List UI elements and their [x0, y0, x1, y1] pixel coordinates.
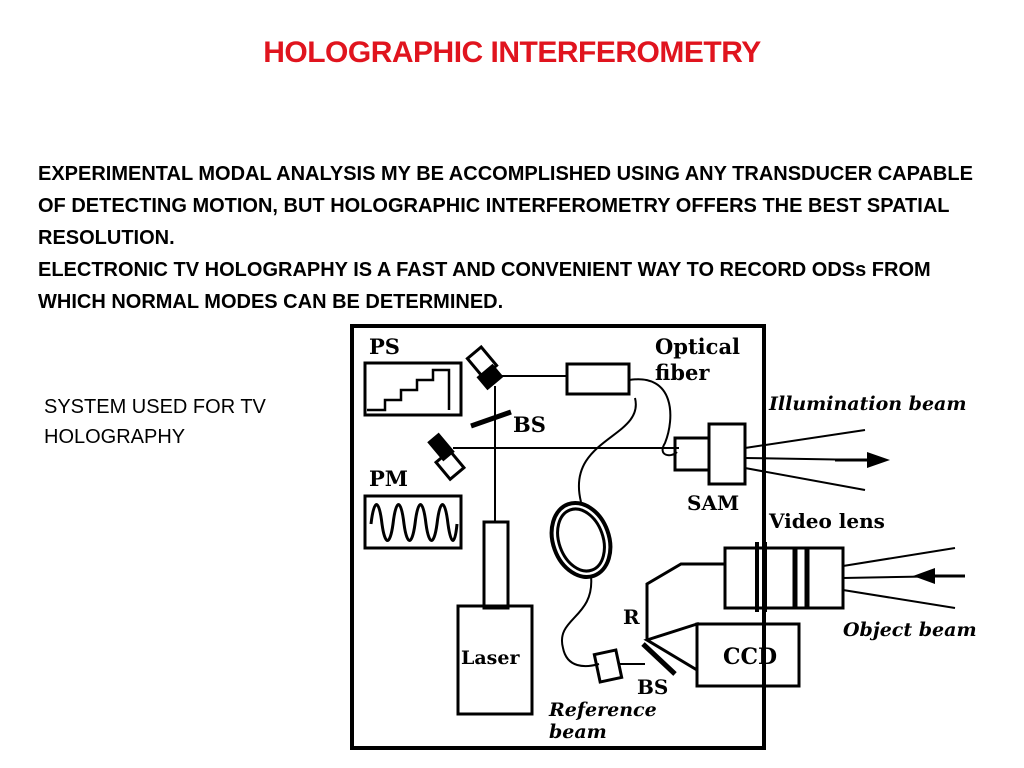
- system-frame: [350, 324, 766, 750]
- pm-mirror: [427, 432, 467, 482]
- laser-box: [456, 604, 534, 716]
- object-arrow: [913, 568, 935, 584]
- label-pm: PM: [369, 466, 408, 491]
- label-beam: beam: [549, 721, 607, 743]
- laser-tube: [482, 520, 510, 610]
- pm-box: [363, 494, 463, 550]
- label-bs-bottom: BS: [637, 675, 668, 699]
- label-illumination-beam: Illumination beam: [768, 393, 966, 415]
- fiber-coil: [549, 501, 613, 579]
- label-video-lens: Video lens: [768, 509, 885, 533]
- ps-staircase: [367, 368, 451, 412]
- optical-fiber-to-sam: [628, 378, 678, 457]
- label-ccd: CCD: [723, 644, 777, 670]
- ccd-housing: [645, 562, 725, 598]
- label-reference: Reference: [548, 699, 657, 721]
- ccd-prism: [643, 621, 699, 673]
- tv-holography-system-diagram: PS BS PM Optical fiber Illumination beam…: [350, 324, 977, 750]
- illumination-arrow: [867, 452, 890, 468]
- paragraph-modal-analysis: EXPERIMENTAL MODAL ANALYSIS MY BE ACCOMP…: [38, 163, 973, 249]
- video-lens-body: [723, 546, 845, 610]
- beam-splitter-bottom: [641, 642, 677, 676]
- label-optical: Optical: [655, 334, 740, 359]
- page-title: HOLOGRAPHIC INTERFEROMETRY: [263, 36, 761, 69]
- body-text: EXPERIMENTAL MODAL ANALYSIS MY BE ACCOMP…: [38, 158, 998, 318]
- sam-box-front: [673, 436, 711, 472]
- paragraph-tv-holography: ELECTRONIC TV HOLOGRAPHY IS A FAST AND C…: [38, 259, 931, 313]
- label-fiber: fiber: [655, 360, 710, 385]
- fiber-coupler: [565, 362, 631, 396]
- label-bs-top: BS: [513, 412, 546, 437]
- top-mirror: [465, 344, 504, 391]
- label-r: R: [623, 605, 640, 629]
- reference-coupler: [592, 648, 624, 684]
- label-laser: Laser: [461, 647, 520, 669]
- fiber-to-reference: [560, 575, 600, 667]
- pm-waveform: [369, 503, 459, 542]
- label-ps: PS: [369, 334, 400, 359]
- sam-box-body: [707, 422, 747, 486]
- ps-box: [363, 361, 463, 417]
- figure-caption: SYSTEM USED FOR TV HOLOGRAPHY: [44, 396, 266, 448]
- beam-splitter-top: [470, 409, 512, 429]
- label-sam: SAM: [687, 491, 739, 515]
- label-object-beam: Object beam: [843, 619, 977, 641]
